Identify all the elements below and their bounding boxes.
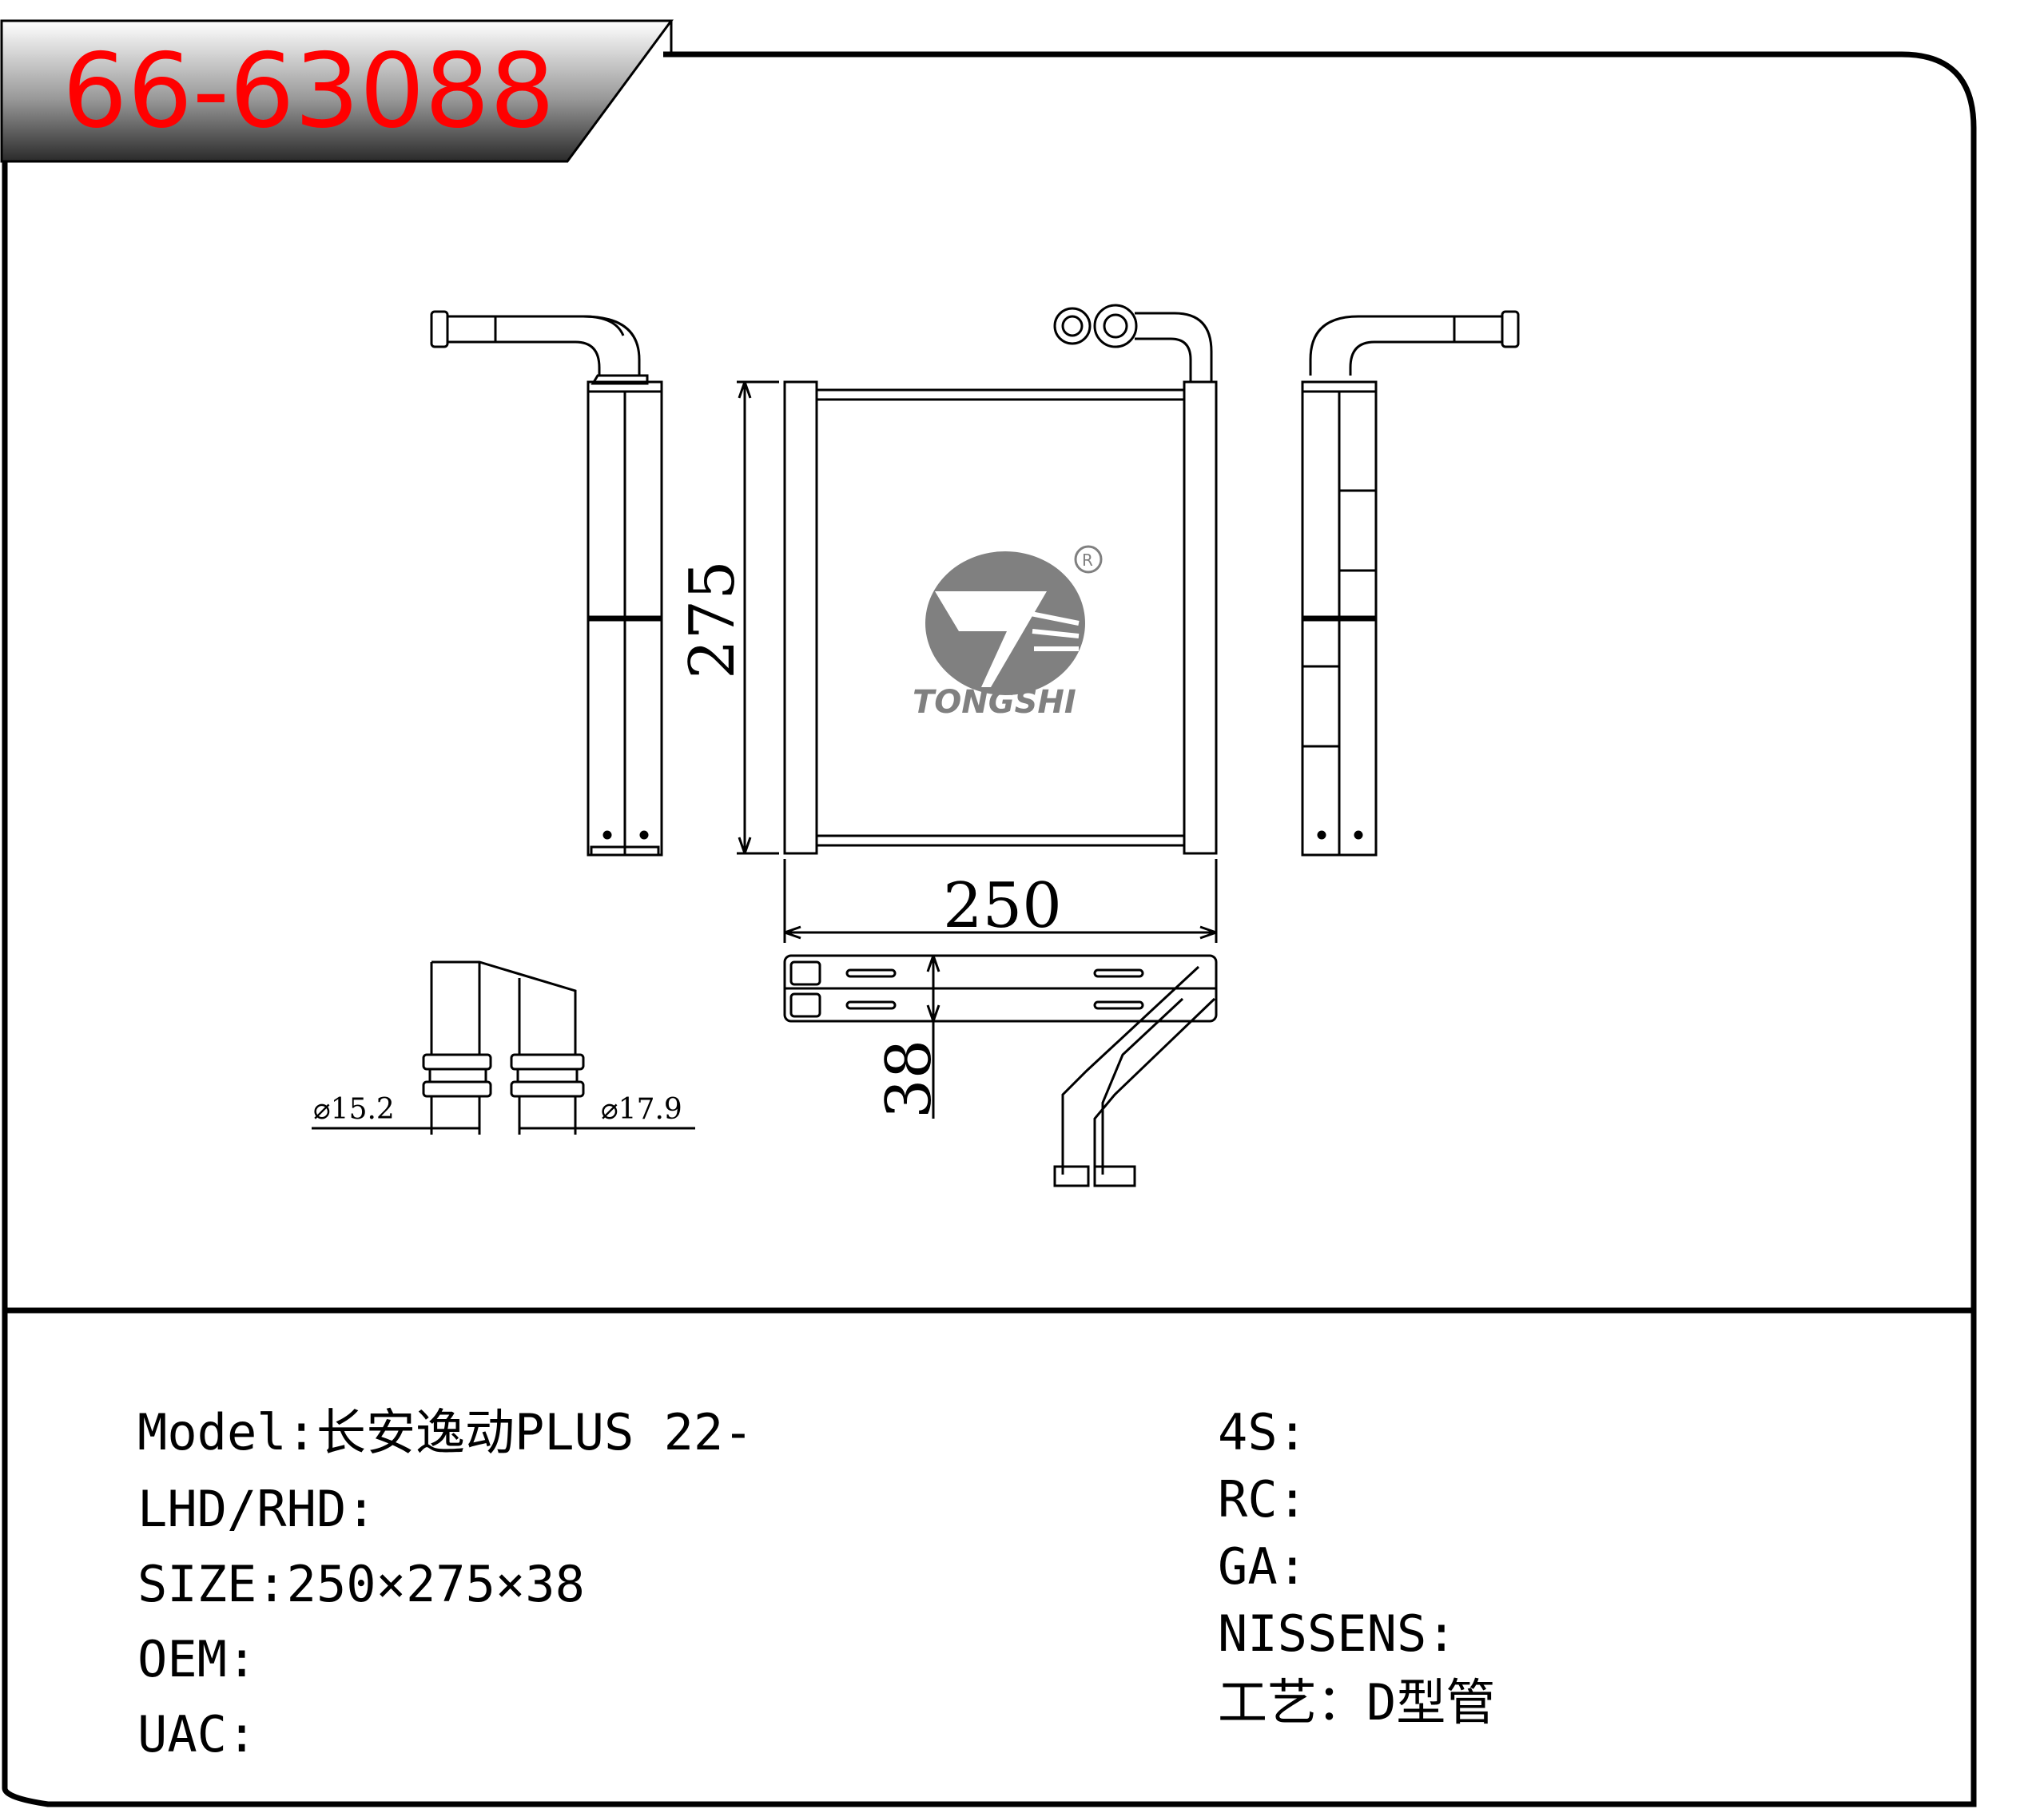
pipe-diameter-2-label: ⌀17.9 — [601, 1093, 682, 1126]
svg-text:R: R — [1082, 551, 1093, 570]
side-view-right — [1301, 310, 1520, 857]
dimension-height-label: 275 — [677, 560, 749, 679]
pipe-diameter-1-label: ⌀15.2 — [313, 1093, 395, 1126]
dimension-width-label: 250 — [943, 870, 1062, 942]
spec-4s: 4S: — [1218, 1403, 1307, 1461]
logo-text: TONGSHI — [913, 684, 1076, 721]
part-number: 66-63088 — [62, 32, 555, 151]
spec-size: SIZE:250×275×38 — [137, 1555, 585, 1613]
pipe-detail — [312, 960, 695, 1135]
spec-lhd-rhd: LHD/RHD: — [137, 1480, 376, 1538]
spec-oem: OEM: — [137, 1630, 257, 1688]
spec-model: Model:长安逸动PLUS 22- — [137, 1403, 754, 1461]
spec-uac: UAC: — [137, 1705, 257, 1763]
spec-rc: RC: — [1218, 1470, 1307, 1529]
side-view-left — [430, 310, 663, 857]
spec-process: 工艺：D型管 — [1218, 1673, 1496, 1732]
title-banner: 66-63088 — [0, 19, 674, 163]
spec-ga: GA: — [1218, 1537, 1307, 1596]
spec-nissens: NISSENS: — [1218, 1604, 1457, 1663]
dimension-depth-label: 38 — [873, 1040, 945, 1119]
bottom-view — [783, 954, 1218, 1187]
outer-frame — [2, 51, 1977, 1807]
tongshi-logo: R TONGSHI — [913, 545, 1103, 721]
front-view — [737, 304, 1218, 943]
